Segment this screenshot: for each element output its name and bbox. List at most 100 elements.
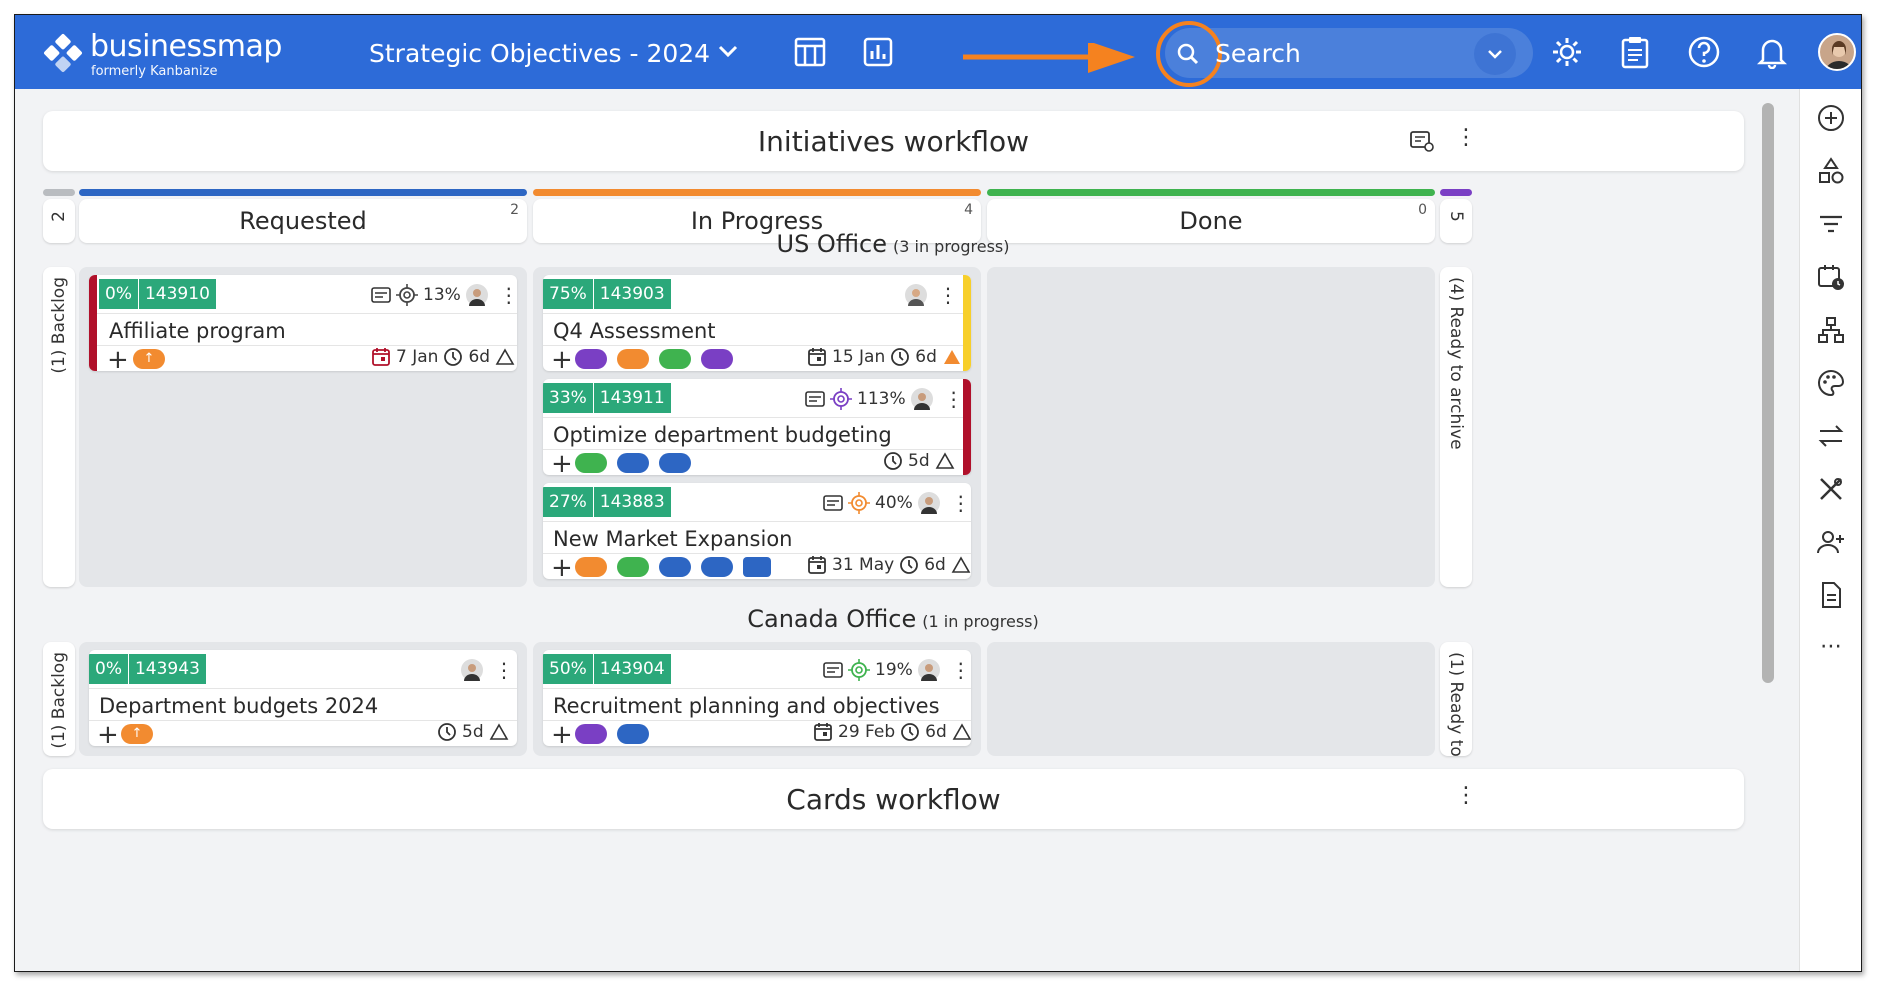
card[interactable]: 0%143910 13% ⋮ Affiliate program + ↑ 7 J… — [89, 275, 517, 371]
swimlane-title-us[interactable]: US Office(3 in progress) — [27, 230, 1759, 258]
collapsed-backlog[interactable]: (1) Backlog — [43, 642, 75, 756]
description-icon[interactable] — [823, 495, 843, 511]
calendar-icon — [808, 348, 826, 366]
more-horiz-icon[interactable]: ⋯ — [1820, 633, 1842, 659]
vertical-scrollbar[interactable] — [1762, 103, 1774, 683]
description-icon[interactable] — [823, 662, 843, 678]
filter-icon[interactable] — [1814, 207, 1848, 241]
card[interactable]: 0%143943 ⋮ Department budgets 2024 + ↑ 5… — [89, 650, 517, 746]
divider — [97, 313, 517, 314]
assignee-avatar[interactable] — [917, 659, 940, 681]
swap-arrows-icon[interactable] — [1814, 419, 1848, 453]
add-icon[interactable]: + — [551, 345, 573, 371]
assignee-avatar[interactable] — [917, 492, 940, 514]
card-meta: 13% ⋮ — [371, 283, 517, 307]
assignee-avatar[interactable] — [465, 284, 488, 306]
search-dropdown-button[interactable] — [1474, 33, 1516, 75]
description-icon[interactable] — [371, 287, 391, 303]
workflow-title: Cards workflow — [786, 783, 1001, 816]
card-id[interactable]: 143943 — [127, 654, 206, 684]
backlog-label: (1) Backlog — [49, 277, 69, 374]
more-vert-icon[interactable]: ⋮ — [1455, 125, 1477, 150]
document-icon[interactable] — [1814, 578, 1848, 612]
search-input[interactable]: Search — [1215, 39, 1301, 68]
divider — [89, 720, 517, 721]
divider — [97, 345, 517, 346]
card-progress: 0% — [95, 659, 122, 679]
card-meta: ⋮ — [905, 283, 958, 307]
collapsed-backlog[interactable]: (1) Backlog — [43, 267, 75, 587]
workflow-settings-icon[interactable] — [1409, 129, 1435, 153]
tag-pill — [701, 557, 733, 577]
add-icon[interactable]: + — [551, 449, 573, 475]
more-vert-icon[interactable]: ⋮ — [1455, 783, 1477, 808]
tag-pill — [659, 453, 691, 473]
add-icon[interactable]: + — [97, 720, 119, 746]
notifications-bell-icon[interactable] — [1752, 32, 1792, 72]
more-vert-icon[interactable]: ⋮ — [943, 387, 964, 411]
add-user-icon[interactable] — [1814, 525, 1848, 559]
more-vert-icon[interactable]: ⋮ — [494, 658, 514, 682]
card[interactable]: 75%143903 ⋮ Q4 Assessment + 15 Jan 6d — [543, 275, 971, 371]
ready-archive-label: (4) Ready to archive — [1446, 277, 1466, 450]
clipboard-icon[interactable] — [1615, 32, 1655, 72]
column-count: 4 — [964, 202, 973, 218]
add-circle-icon[interactable] — [1814, 101, 1848, 135]
user-avatar[interactable] — [1818, 33, 1856, 71]
chevron-down-icon — [1488, 50, 1502, 59]
analytics-icon[interactable] — [858, 32, 898, 72]
chevron-down-icon[interactable] — [715, 41, 741, 61]
column-bar-requested — [79, 189, 527, 196]
warning-triangle-icon — [951, 556, 971, 573]
card-id[interactable]: 143883 — [592, 487, 671, 517]
add-icon[interactable]: + — [551, 553, 573, 579]
more-vert-icon[interactable]: ⋮ — [498, 283, 517, 307]
assignee-avatar[interactable] — [461, 659, 483, 681]
card-meta-bottom: 31 May 6d — [807, 555, 971, 575]
card[interactable]: 33%143911 113% ⋮ Optimize department bud… — [543, 379, 971, 475]
collapsed-column-left[interactable]: 2 — [43, 199, 75, 243]
tools-icon[interactable] — [1814, 472, 1848, 506]
more-vert-icon[interactable]: ⋮ — [950, 491, 971, 515]
card-id[interactable]: 143911 — [592, 383, 671, 413]
card-title: Affiliate program — [109, 319, 286, 343]
board-title[interactable]: Strategic Objectives - 2024 — [369, 39, 711, 68]
column-header-done[interactable]: Done 0 — [987, 199, 1435, 243]
add-icon[interactable]: + — [551, 720, 573, 746]
column-header-requested[interactable]: Requested 2 — [79, 199, 527, 243]
search-icon[interactable] — [1175, 41, 1201, 67]
table-view-icon[interactable] — [790, 32, 830, 72]
logo-icon — [44, 34, 82, 72]
more-vert-icon[interactable]: ⋮ — [938, 283, 958, 307]
card-id[interactable]: 143910 — [137, 279, 216, 309]
divider — [89, 688, 517, 689]
add-icon[interactable]: + — [107, 345, 129, 371]
column-title: Done — [1179, 207, 1243, 235]
collapsed-column-right[interactable]: 5 — [1440, 199, 1472, 243]
tag-pill — [617, 724, 649, 744]
collapsed-ready-archive[interactable]: (4) Ready to archive — [1440, 267, 1472, 587]
description-icon[interactable] — [805, 391, 825, 407]
help-icon[interactable] — [1684, 32, 1724, 72]
settings-gear-icon[interactable] — [1547, 32, 1587, 72]
assignee-avatar[interactable] — [910, 388, 933, 410]
hierarchy-icon[interactable] — [1814, 313, 1848, 347]
card-meta: 40% ⋮ — [823, 491, 971, 515]
calendar-clock-icon[interactable] — [1814, 260, 1848, 294]
card[interactable]: 27%143883 40% ⋮ New Market Expansion + 3… — [543, 483, 971, 579]
shapes-icon[interactable] — [1814, 154, 1848, 188]
assignee-avatar[interactable] — [905, 284, 927, 306]
card-meta: ⋮ — [461, 658, 514, 682]
swimlane-title-canada[interactable]: Canada Office(1 in progress) — [27, 605, 1759, 633]
card-target: 40% — [875, 493, 913, 513]
backlog-label: (1) Backlog — [49, 652, 69, 749]
card-id[interactable]: 143903 — [592, 279, 671, 309]
collapsed-ready-archive[interactable]: (1) Ready to a — [1440, 642, 1472, 756]
card[interactable]: 50%143904 19% ⋮ Recruitment planning and… — [543, 650, 971, 746]
card-id[interactable]: 143904 — [592, 654, 671, 684]
column-header-in-progress[interactable]: In Progress 4 — [533, 199, 981, 243]
clock-icon — [891, 348, 910, 366]
palette-icon[interactable] — [1814, 366, 1848, 400]
search-bar[interactable] — [1165, 28, 1533, 78]
more-vert-icon[interactable]: ⋮ — [950, 658, 971, 682]
